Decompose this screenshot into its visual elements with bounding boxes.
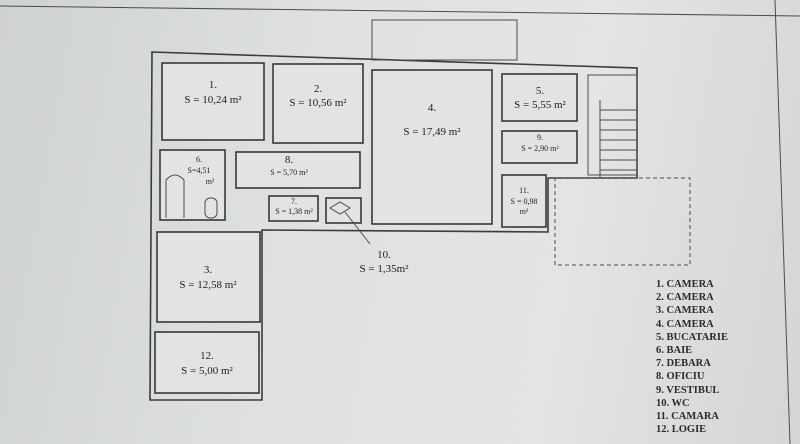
legend-item: 10. WC — [656, 397, 690, 409]
room-11 — [501, 174, 547, 228]
legend-item: 8. OFICIU — [656, 371, 705, 383]
legend-item: 1. CAMERA — [656, 279, 714, 290]
room-1-area: S = 10,24 m² — [184, 94, 242, 106]
room-3-area: S = 12,58 m² — [179, 279, 237, 291]
room-11-area: S = 0,98 — [511, 197, 538, 206]
legend-item: 11. CAMARA — [656, 411, 719, 423]
staircase — [587, 74, 638, 178]
room-8-area: S = 5,70 m² — [270, 168, 308, 177]
legend-item: 5. BUCATARIE — [656, 331, 728, 343]
legend-item: 9. VESTIBUL — [656, 384, 720, 396]
paper-edge — [774, 0, 791, 444]
room-2 — [272, 63, 364, 144]
room-7 — [268, 195, 319, 222]
room-9-area: S = 2,90 m² — [521, 144, 559, 153]
room-legend: 1. CAMERA 2. CAMERA 3. CAMERA 4. CAMERA … — [656, 278, 728, 436]
room-6 — [159, 149, 226, 221]
legend-item: 2. CAMERA — [656, 292, 714, 304]
toilet-icon — [204, 197, 218, 219]
room-labels: 1. S = 10,24 m² 2. S = 10,56 m² 3. S = 1… — [179, 79, 566, 377]
room-4-area: S = 17,49 m² — [403, 126, 461, 138]
room-2-number: 2. — [314, 83, 323, 95]
room-10 — [325, 197, 362, 224]
paper-edge — [0, 5, 800, 17]
wc-icon — [329, 201, 351, 215]
legend-item: 3. CAMERA — [656, 305, 714, 317]
room-9-number: 9. — [537, 133, 543, 142]
room-11-number: 11. — [519, 186, 529, 195]
room-5 — [501, 73, 578, 122]
room-12-number: 12. — [200, 350, 214, 362]
room-6-number: 6. — [196, 155, 202, 164]
room-1 — [161, 62, 265, 141]
room-4-number: 4. — [428, 102, 437, 114]
room-3-number: 3. — [204, 264, 213, 276]
balcony — [371, 19, 518, 61]
room-5-number: 5. — [536, 85, 545, 97]
room-6-area-unit: m² — [206, 177, 215, 186]
room-7-number: 7. — [291, 197, 297, 206]
room-4 — [371, 69, 493, 225]
room-5-area: S = 5,55 m² — [514, 99, 566, 111]
room-10-number: 10. — [377, 249, 391, 261]
room-2-area: S = 10,56 m² — [289, 97, 347, 109]
room-9 — [501, 130, 578, 164]
logia-area — [554, 177, 691, 266]
legend-item: 12. LOGIE — [656, 424, 707, 436]
room-12 — [154, 331, 260, 394]
room-8-number: 8. — [285, 154, 294, 166]
room-1-number: 1. — [209, 79, 218, 91]
room-8 — [235, 151, 361, 189]
leader-line — [344, 211, 371, 245]
room-6-area: S=4,51 — [188, 166, 211, 175]
legend-item: 7. DEBARA — [656, 358, 711, 370]
room-7-area: S = 1,38 m² — [275, 207, 313, 216]
legend-item: 6. BAIE — [656, 345, 693, 357]
room-11-area-unit: m² — [520, 207, 529, 216]
room-10-area: S = 1,35m² — [360, 263, 410, 275]
room-12-area: S = 5,00 m² — [181, 365, 233, 377]
room-3 — [156, 231, 261, 323]
bathtub-icon — [165, 174, 185, 218]
legend-item: 4. CAMERA — [656, 318, 714, 330]
